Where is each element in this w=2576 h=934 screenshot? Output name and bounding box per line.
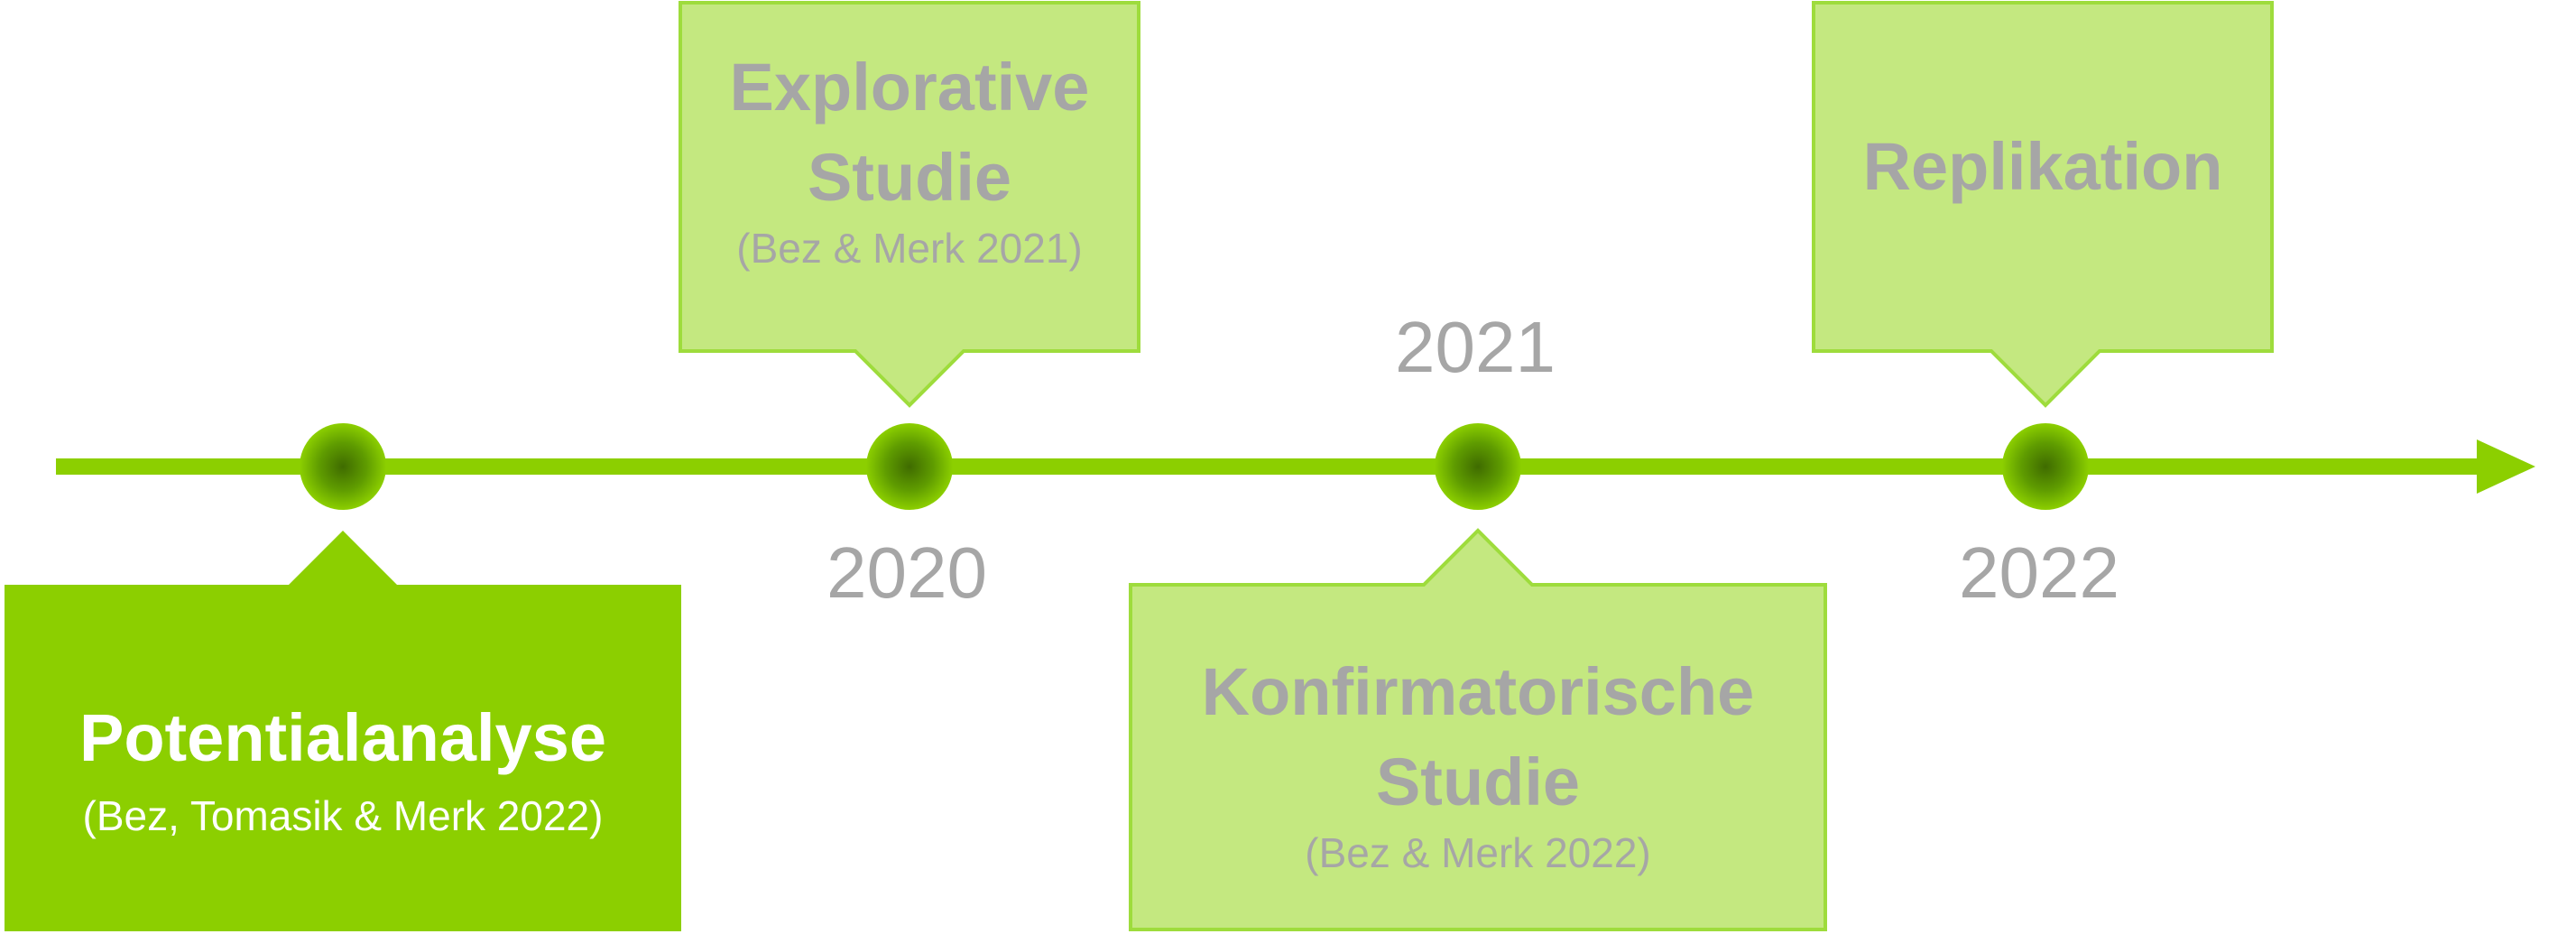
- milestone-node: [866, 423, 953, 510]
- year-label-2021: 2021: [1395, 307, 1556, 387]
- milestone-title: Replikation: [1862, 129, 2223, 204]
- callout-potentialanalyse: Potentialanalyse (Bez, Tomasik & Merk 20…: [5, 677, 681, 857]
- callout-konfirmatorische: Konfirmatorische Studie (Bez & Merk 2022…: [1131, 636, 1825, 889]
- callout-replikation-box: [1812, 1, 2274, 408]
- callout-explorative-box: [679, 1, 1140, 408]
- milestone-node: [1435, 423, 1521, 510]
- callout-potentialanalyse-box: [5, 531, 681, 931]
- year-label-2022: 2022: [1959, 532, 2119, 613]
- callout-konfirmatorische-box: [1129, 528, 1827, 931]
- milestone-title-line2: Studie: [1375, 744, 1581, 819]
- milestone-title-line1: Konfirmatorische: [1201, 654, 1755, 729]
- callout-replikation: Replikation: [1814, 117, 2272, 217]
- milestone-title-line1: Explorative: [729, 50, 1090, 125]
- milestone-title: Potentialanalyse: [78, 700, 606, 775]
- timeline-arrowhead: [2477, 439, 2535, 494]
- year-label-2020: 2020: [826, 532, 987, 613]
- milestone-node: [300, 423, 386, 510]
- milestone-title-line2: Studie: [807, 140, 1012, 215]
- milestone-citation: (Bez & Merk 2022): [1305, 829, 1651, 876]
- milestone-node: [2002, 423, 2089, 510]
- milestone-citation: (Bez, Tomasik & Merk 2022): [82, 792, 604, 839]
- milestone-citation: (Bez & Merk 2021): [736, 225, 1083, 272]
- callout-explorative: Explorative Studie (Bez & Merk 2021): [680, 36, 1139, 280]
